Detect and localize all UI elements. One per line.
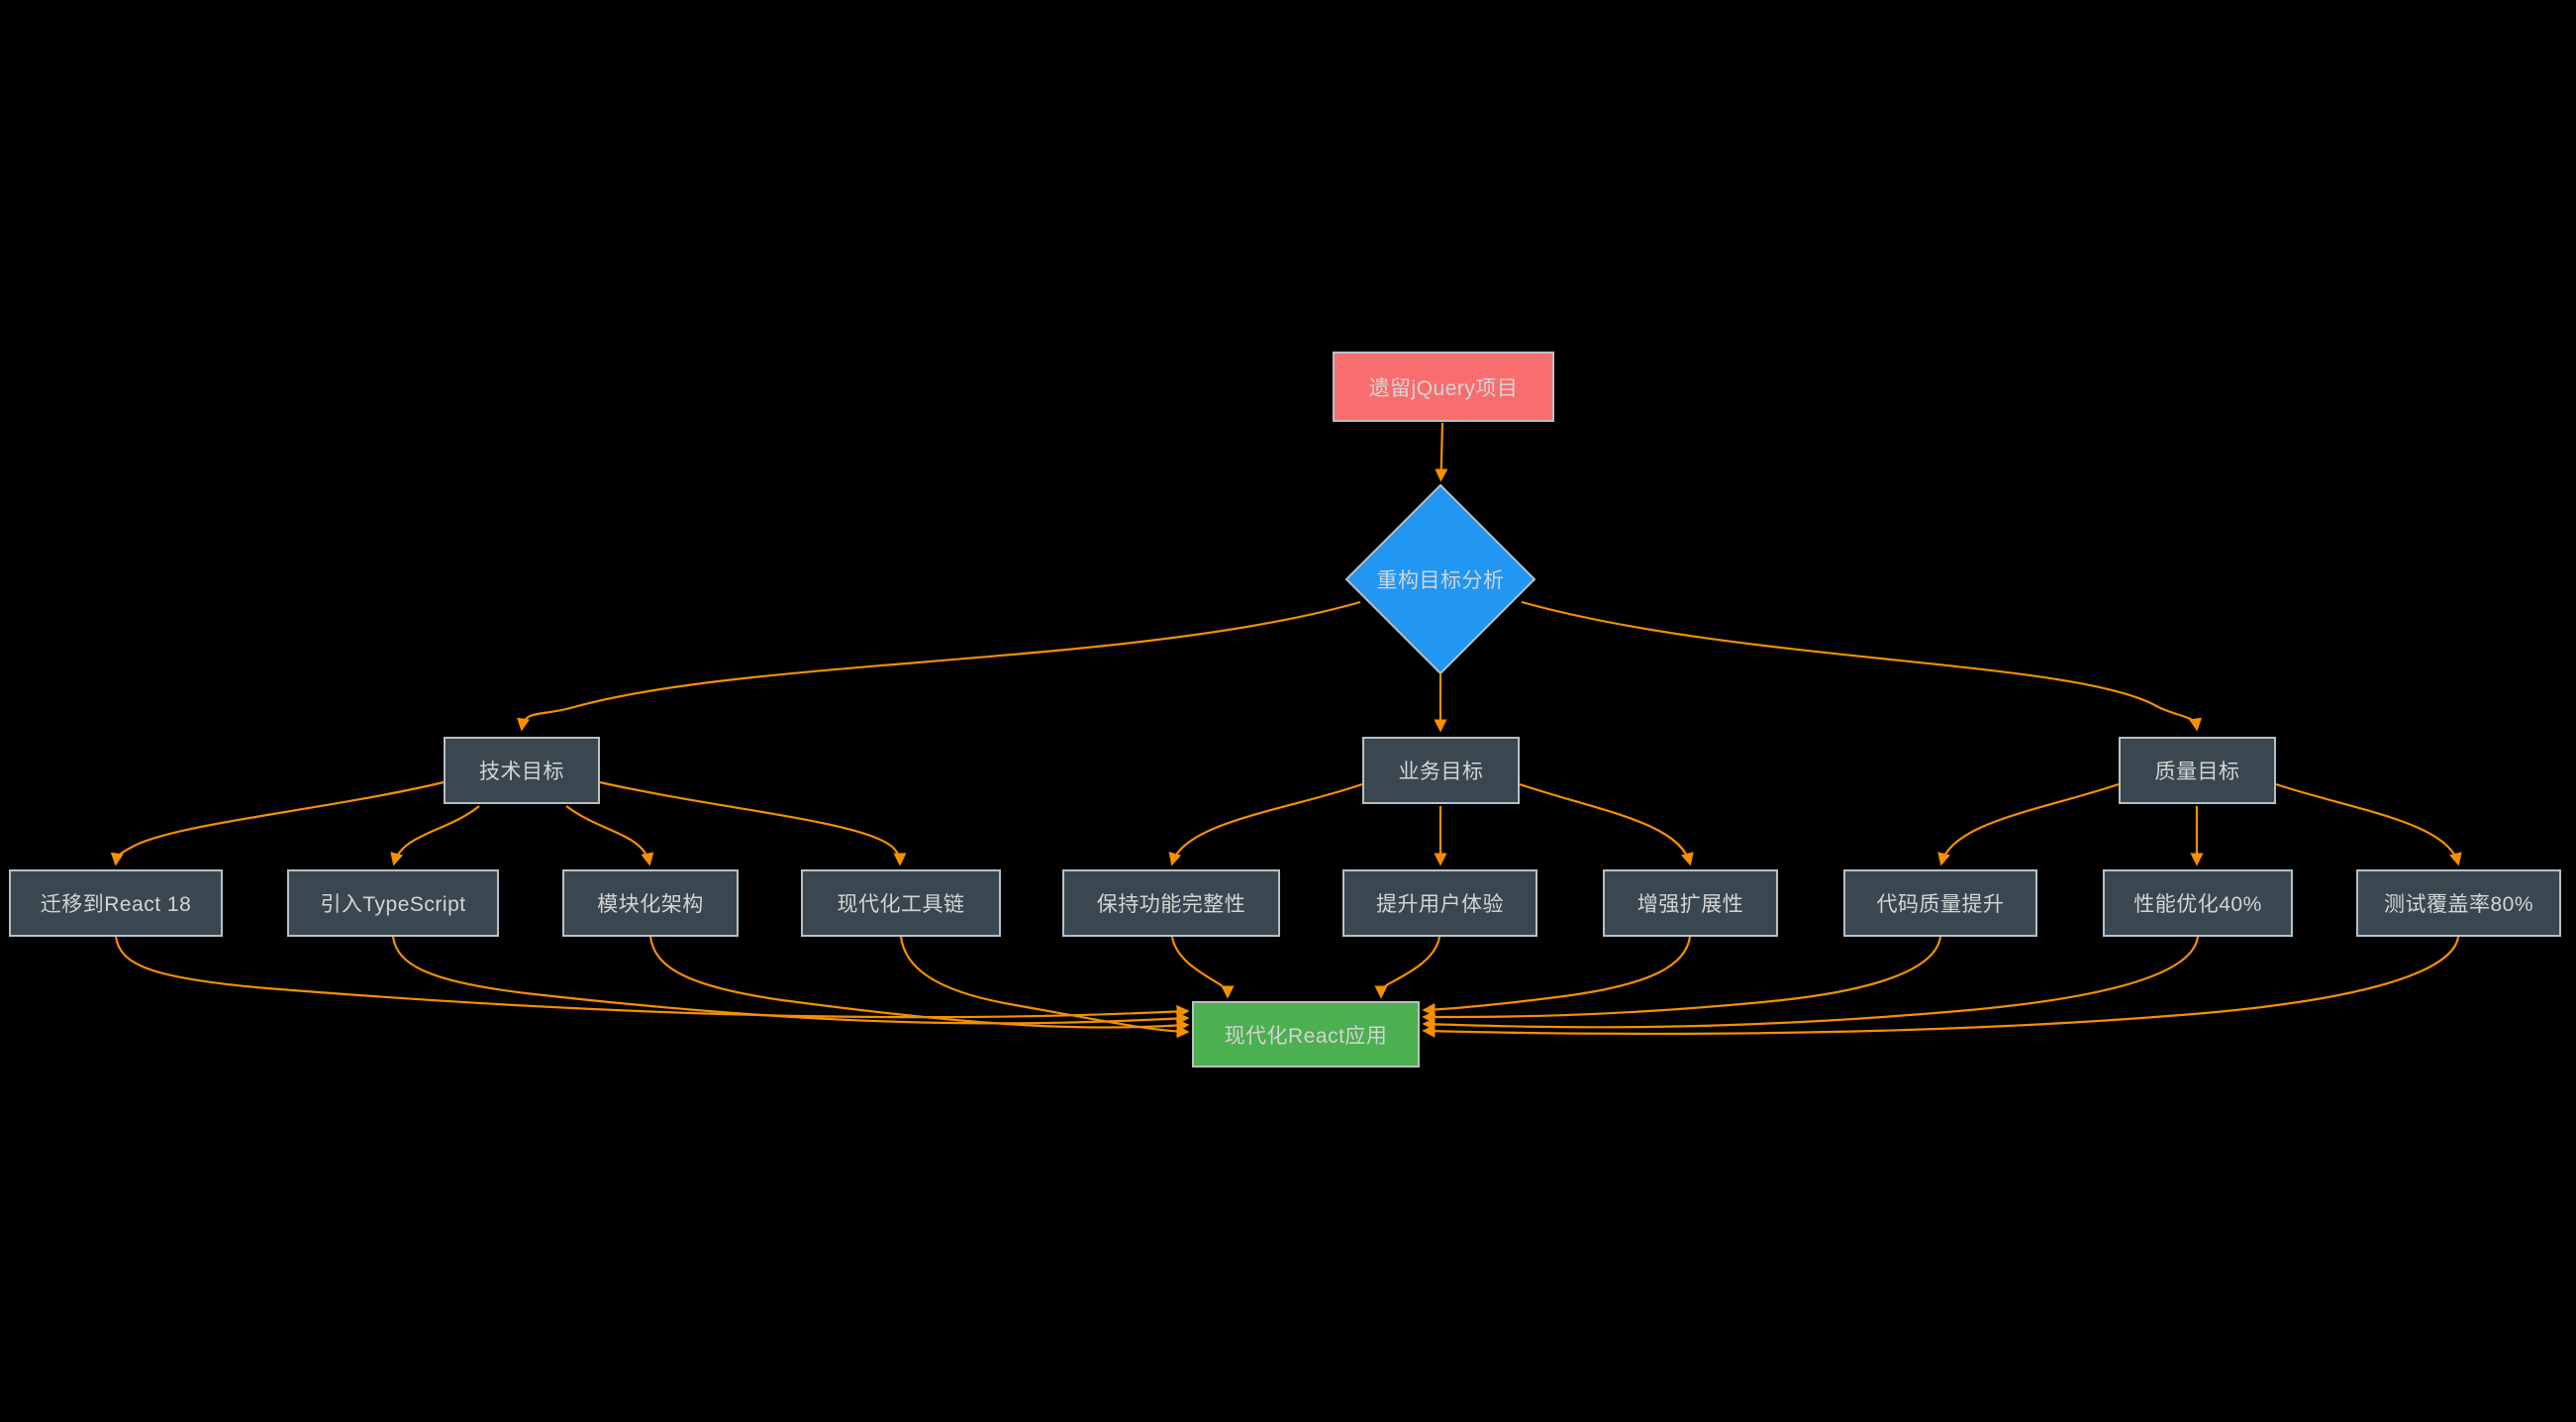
node-improve-ux: 提升用户体验 [1342, 869, 1537, 937]
edge-analysis-quality [1521, 600, 2203, 732]
node-label: 引入TypeScript [320, 893, 466, 916]
edge-analysis-tech [517, 600, 1361, 732]
node-test-coverage-80: 测试覆盖率80% [2356, 869, 2561, 937]
node-modern-react-app: 现代化React应用 [1192, 1001, 1420, 1067]
edge-ux-modern [1374, 936, 1441, 999]
edge-biz-extensibility [1519, 782, 1694, 866]
node-modular-architecture: 模块化架构 [562, 869, 739, 937]
edge-codequality-modern [1422, 936, 1942, 1024]
node-label: 现代化工具链 [837, 893, 965, 916]
node-label: 业务目标 [1398, 761, 1484, 783]
node-label: 迁移到React 18 [40, 893, 192, 916]
node-label: 模块化架构 [597, 893, 704, 916]
node-keep-functionality: 保持功能完整性 [1062, 869, 1280, 937]
node-label: 提升用户体验 [1376, 893, 1504, 916]
edge-modular-modern [648, 936, 1190, 1033]
node-tech-goals: 技术目标 [444, 737, 600, 804]
edge-integrity-modern [1170, 936, 1235, 999]
node-label: 保持功能完整性 [1096, 893, 1246, 916]
edge-coverage-modern [1422, 936, 2460, 1038]
node-label: 测试覆盖率80% [2383, 893, 2534, 916]
edge-biz-integrity [1168, 782, 1363, 866]
node-label: 技术目标 [479, 761, 564, 783]
node-quality-goals: 质量目标 [2119, 737, 2276, 804]
node-label: 性能优化40% [2133, 893, 2262, 916]
edge-tech-react18 [110, 780, 445, 866]
node-migrate-react18: 迁移到React 18 [9, 869, 223, 937]
node-label: 代码质量提升 [1876, 893, 2005, 916]
node-code-quality: 代码质量提升 [1843, 869, 2037, 937]
node-label: 现代化React应用 [1224, 1024, 1388, 1048]
node-business-goals: 业务目标 [1362, 737, 1520, 804]
edge-tech-modular [565, 805, 654, 866]
edge-react18-modern [114, 936, 1190, 1019]
node-label: 增强扩展性 [1636, 893, 1744, 916]
node-enhance-extensibility: 增强扩展性 [1603, 869, 1778, 937]
edge-quality-coverage [2275, 782, 2462, 866]
node-performance-40: 性能优化40% [2103, 869, 2293, 937]
edge-tech-typescript [390, 805, 480, 866]
node-modern-toolchain: 现代化工具链 [801, 869, 1001, 937]
edge-toolchain-modern [899, 936, 1190, 1039]
node-label: 重构目标分析 [1376, 569, 1505, 592]
edge-performance-modern [1422, 936, 2200, 1031]
edge-quality-codequality [1937, 782, 2120, 866]
node-refactor-goal-analysis: 重构目标分析 [1346, 485, 1535, 673]
edge-tech-toolchain [599, 780, 907, 866]
edge-extensibility-modern [1422, 936, 1692, 1017]
node-label: 质量目标 [2154, 761, 2240, 783]
node-legacy-jquery-project: 遗留jQuery项目 [1333, 352, 1554, 422]
edge-typescript-modern [391, 936, 1190, 1026]
node-introduce-typescript: 引入TypeScript [287, 869, 499, 937]
edge-legacy-analysis [1435, 422, 1448, 482]
node-label: 遗留jQuery项目 [1368, 376, 1519, 400]
